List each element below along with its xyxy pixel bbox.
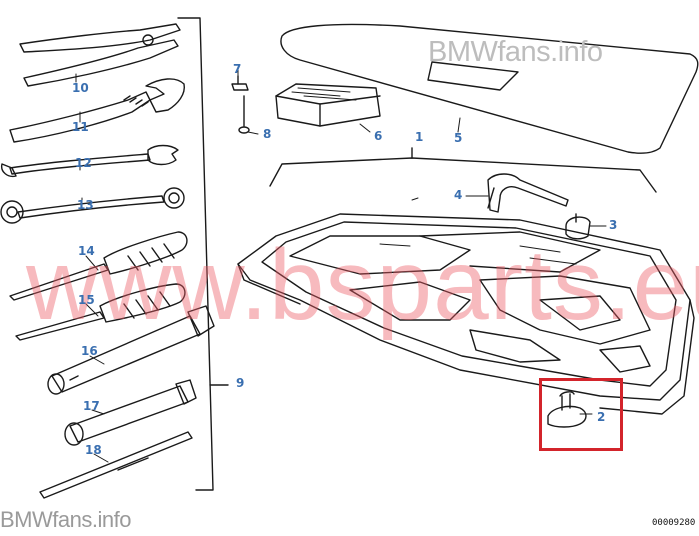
pliers-10[interactable] <box>19 23 181 87</box>
callout-2[interactable]: 2 <box>597 410 606 424</box>
part-number: 00009280 <box>652 518 696 528</box>
knob-3[interactable] <box>565 213 591 240</box>
clip-7[interactable] <box>231 75 249 91</box>
callout-5[interactable]: 5 <box>454 131 463 145</box>
callout-16[interactable]: 16 <box>81 344 98 358</box>
screwdriver-15[interactable] <box>15 283 186 341</box>
callout-3[interactable]: 3 <box>609 218 618 232</box>
callout-17[interactable]: 17 <box>83 399 100 413</box>
box-6[interactable] <box>275 83 381 127</box>
watermark-top-right: BMWfans.info <box>428 36 603 68</box>
highlight-box-part-2 <box>539 378 623 451</box>
callout-12[interactable]: 12 <box>75 156 92 170</box>
group-bracket-1 <box>269 147 657 193</box>
callout-6[interactable]: 6 <box>374 129 383 143</box>
strap-4[interactable] <box>487 173 569 213</box>
callout-7[interactable]: 7 <box>233 62 242 76</box>
wrench-13[interactable] <box>0 187 185 224</box>
callout-15[interactable]: 15 <box>78 293 95 307</box>
tommy-bar-18[interactable] <box>39 431 193 499</box>
box-spanner-17[interactable] <box>64 379 197 446</box>
callout-8[interactable]: 8 <box>263 127 272 141</box>
callout-10[interactable]: 10 <box>72 81 89 95</box>
box-spanner-16[interactable] <box>47 305 215 395</box>
tool-tray-1[interactable] <box>237 213 695 415</box>
watermark-bottom-left: BMWfans.info <box>0 507 131 532</box>
callout-18[interactable]: 18 <box>85 443 102 457</box>
wrench-11[interactable] <box>9 78 185 143</box>
callout-9[interactable]: 9 <box>236 376 245 390</box>
screwdriver-14[interactable] <box>9 231 188 301</box>
callout-4[interactable]: 4 <box>454 188 463 202</box>
callout-1[interactable]: 1 <box>415 130 424 144</box>
callout-11[interactable]: 11 <box>72 120 89 134</box>
wrench-12[interactable] <box>1 144 179 178</box>
cover-lid-5[interactable] <box>280 23 699 154</box>
group-bracket-9 <box>177 17 229 491</box>
callout-14[interactable]: 14 <box>78 244 95 258</box>
watermark-center: www.bsparts.eu <box>26 229 699 341</box>
wing-nut-2[interactable] <box>547 391 593 428</box>
leader-lines <box>75 69 607 463</box>
screw-8[interactable] <box>238 95 250 134</box>
callout-13[interactable]: 13 <box>77 198 94 212</box>
